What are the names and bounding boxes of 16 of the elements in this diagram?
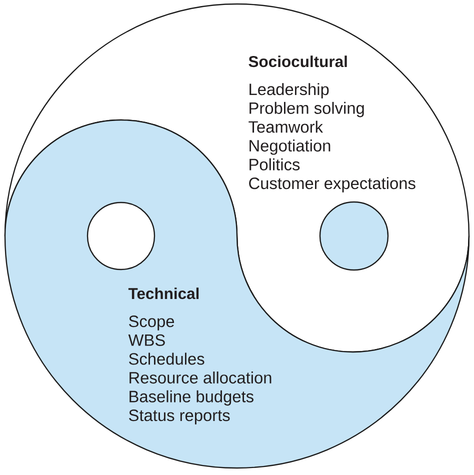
yin-yang-half [4,119,470,469]
list-item: WBS [128,334,165,346]
heading: Technical [128,288,199,300]
list-item: Customer expectations [249,177,416,192]
yin-yang-half [4,3,470,353]
list-item: Teamwork [248,120,324,133]
list-item: Schedules [129,352,204,365]
list-item: Problem solving [250,102,364,118]
list-item: Baseline budgets [130,390,254,406]
heading: Sociocultural [248,56,347,68]
list-item: Negotiation [250,140,330,155]
list-item: Leadership [250,83,329,98]
list-item: Scope [129,316,174,330]
list-item: Status reports [129,410,230,424]
list-item: Resource allocation [130,372,272,384]
list-item: Politics [250,158,300,170]
